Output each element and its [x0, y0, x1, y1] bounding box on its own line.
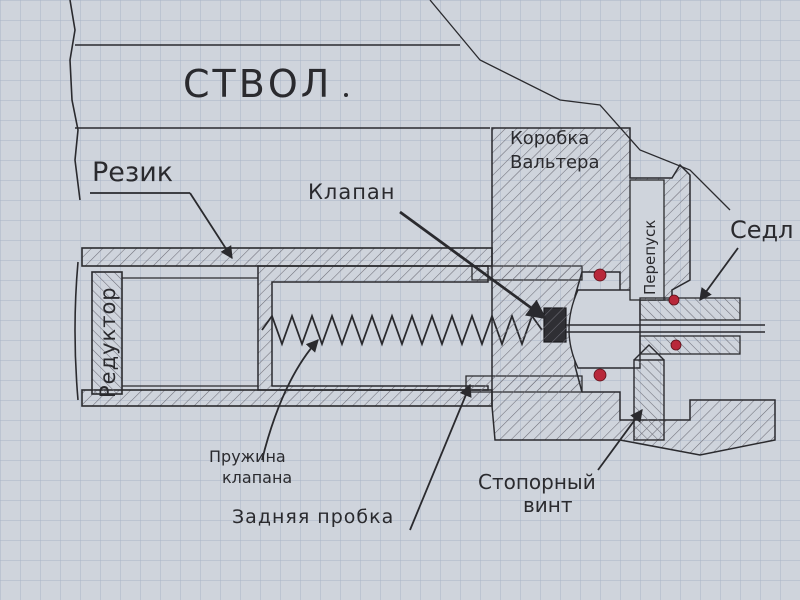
leader-valve [399, 210, 547, 320]
label-stop-screw-line2: винт [523, 493, 573, 517]
o-rings [593, 268, 682, 382]
label-rear-plug: Задняя пробка [232, 506, 395, 528]
label-barrel: СТВОЛ [183, 62, 333, 106]
seat [566, 297, 765, 355]
label-valve-spring-line1: Пружина [209, 447, 286, 466]
label-bypass: Перепуск [641, 219, 659, 295]
stop-screw [633, 344, 665, 441]
barrel-dot [344, 93, 348, 97]
label-valve-spring-line2: клапана [222, 468, 293, 487]
leader-plug [409, 383, 472, 531]
leader-lines [189, 192, 739, 531]
label-reducer: Редуктор [96, 286, 120, 398]
label-stop-screw-line1: Стопорный [478, 470, 596, 494]
label-rezik: Резик [92, 157, 174, 188]
leader-screw [597, 408, 643, 471]
barrel [69, 0, 731, 211]
reducer [74, 261, 258, 401]
label-seal: Седл [730, 216, 794, 244]
label-walther-box-line1: Коробка [510, 128, 590, 149]
leader-rezik [189, 192, 233, 260]
walther-box [491, 127, 776, 456]
leader-spring [261, 339, 319, 461]
leader-seal [699, 247, 739, 302]
label-valve: Клапан [308, 180, 396, 204]
label-walther-box-line2: Вальтера [510, 152, 600, 173]
